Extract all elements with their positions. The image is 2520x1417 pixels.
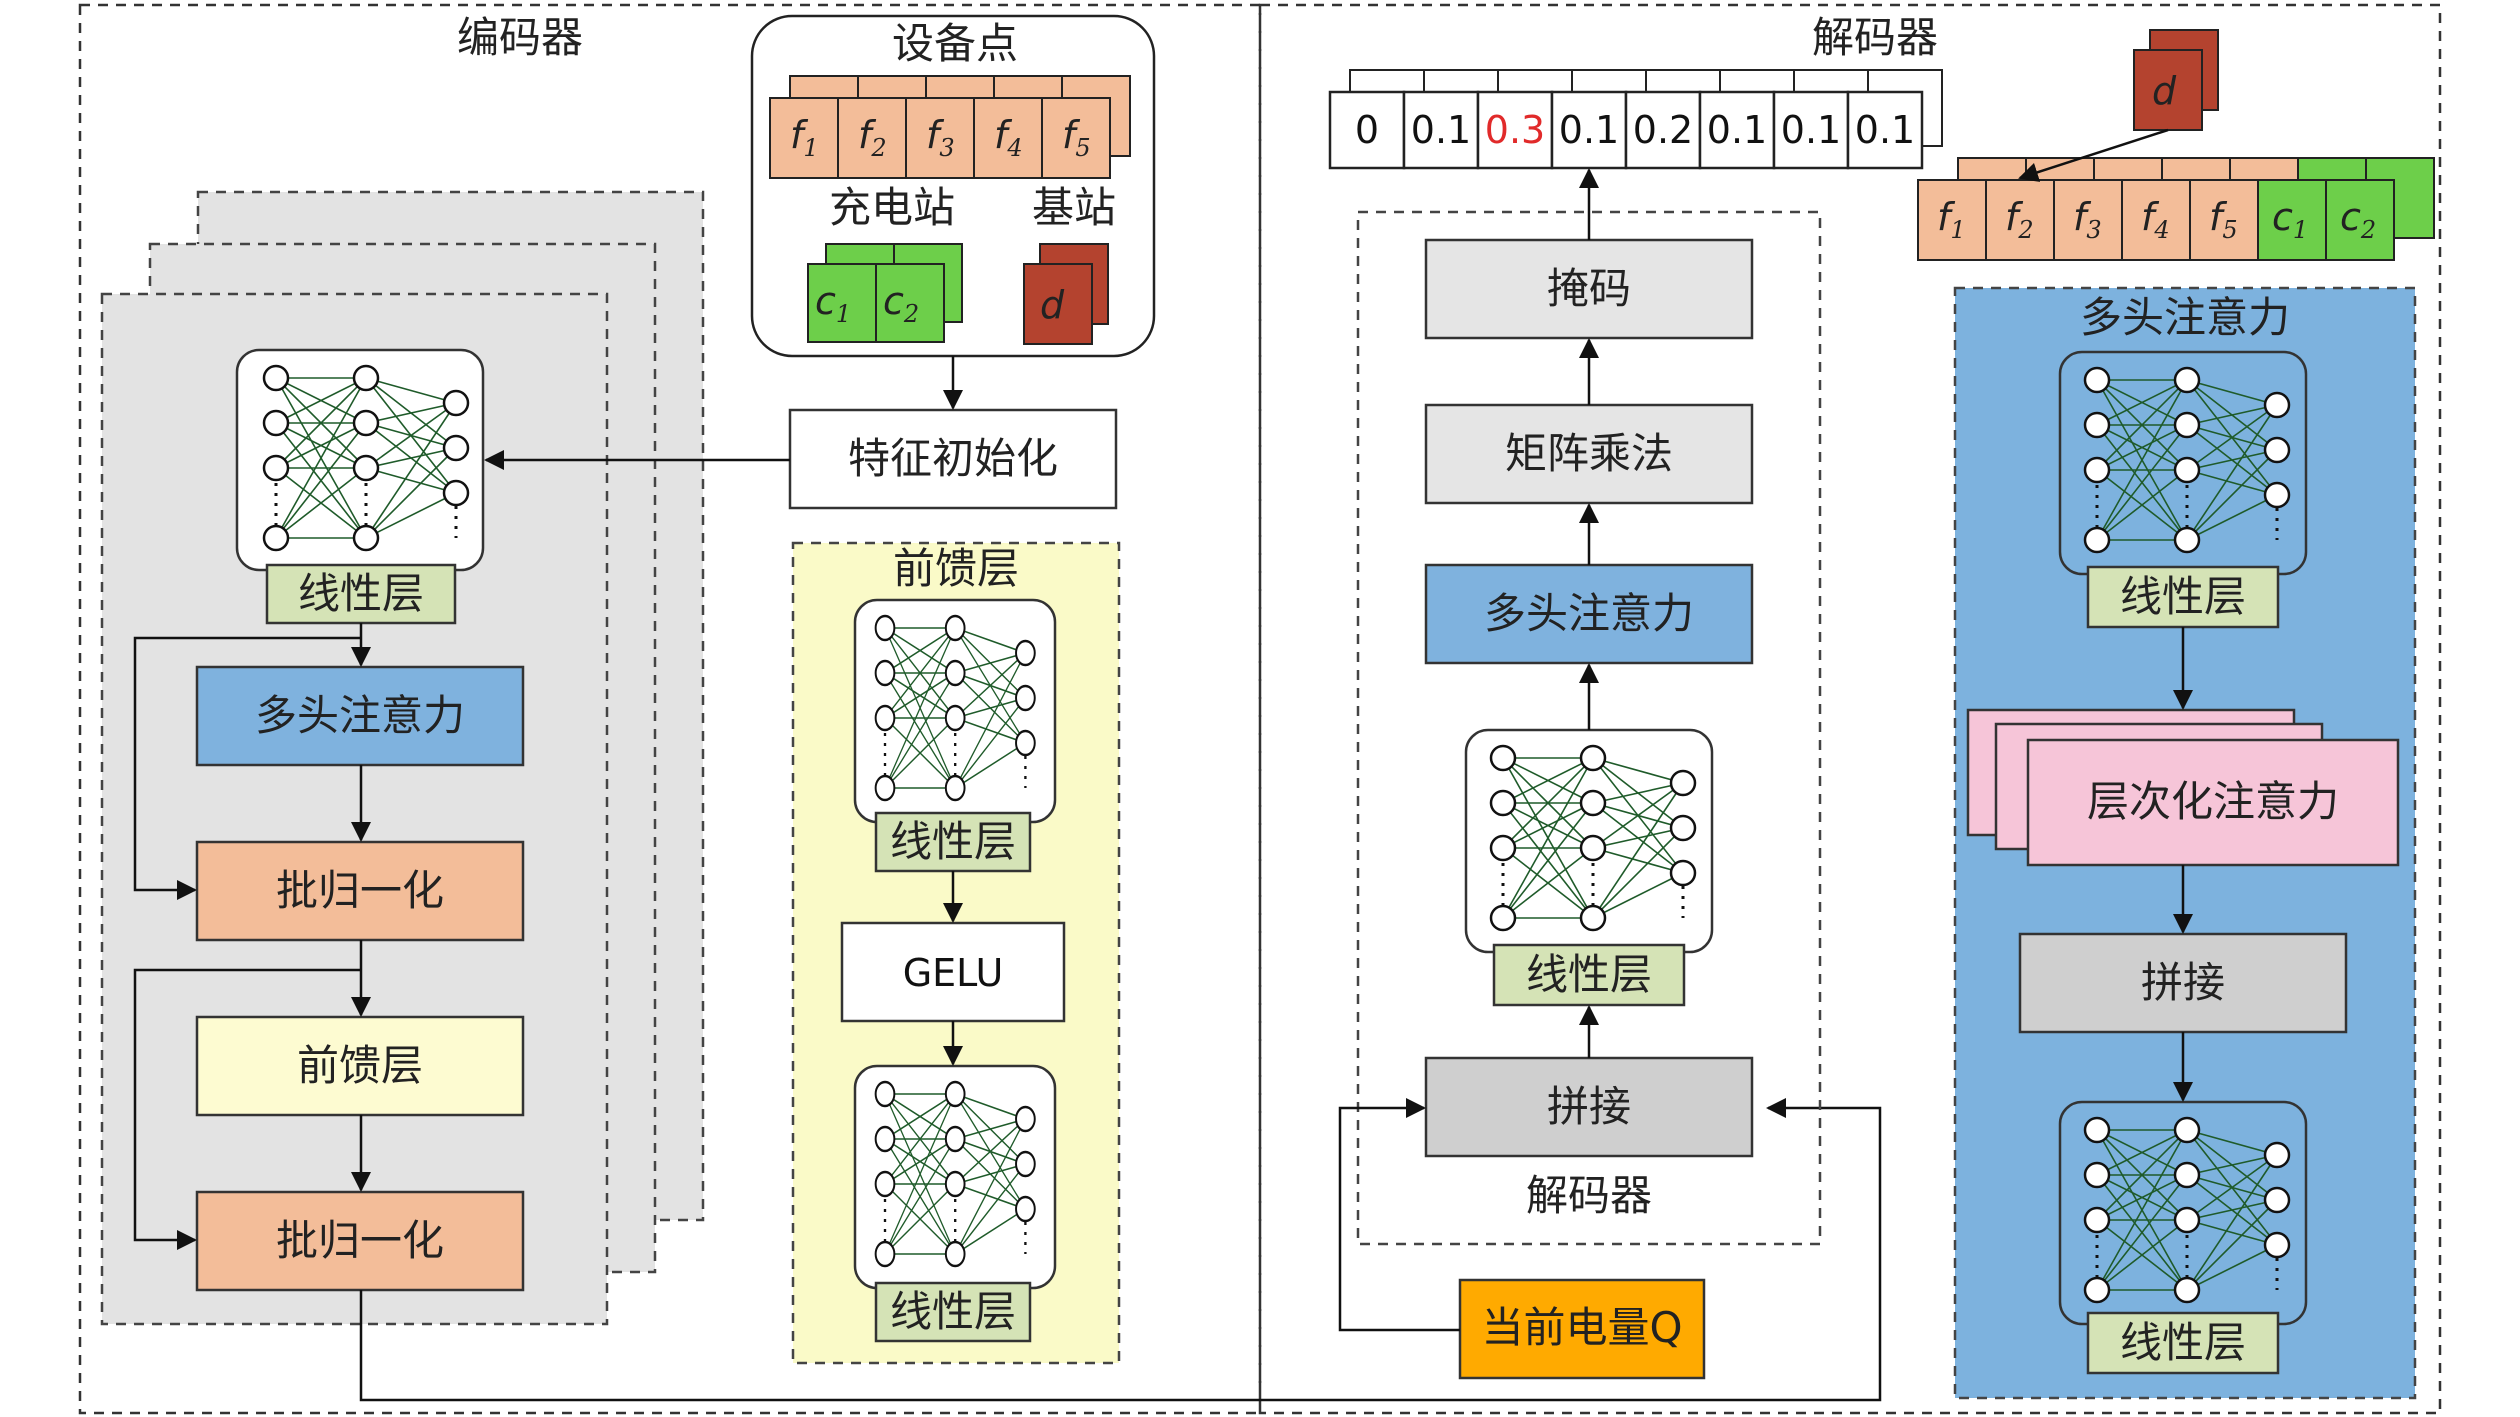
encoder-frame bbox=[78, 3, 1262, 1415]
feature-init-arrows bbox=[484, 356, 963, 470]
base-station-label: 基站 bbox=[1032, 183, 1116, 232]
prob-value-highlight: 0.3 bbox=[1485, 108, 1545, 152]
decoder-node-row bbox=[1917, 179, 2395, 261]
encoder-ff-box bbox=[195, 1015, 525, 1117]
depot-node bbox=[1023, 243, 1109, 345]
prob-value: 0.2 bbox=[1633, 108, 1693, 152]
prob-value: 0.1 bbox=[1559, 108, 1619, 152]
ff-linear2-label: 线性层 bbox=[890, 1287, 1016, 1336]
feature-init-label: 特征初始化 bbox=[848, 434, 1058, 483]
device-points-title: 设备点 bbox=[892, 19, 1018, 68]
feature-f1: f1 bbox=[790, 113, 819, 162]
current-charge-box bbox=[1458, 1278, 1706, 1380]
prob-value: 0.1 bbox=[1707, 108, 1767, 152]
encoder-linear-box bbox=[265, 563, 457, 625]
prob-value: 0.1 bbox=[1781, 108, 1841, 152]
decoder-inner-panel bbox=[1356, 210, 1822, 1246]
decoder-title: 解码器 bbox=[1812, 13, 1938, 62]
decoder-linear-box bbox=[1492, 943, 1686, 1007]
ff-linear1-box bbox=[874, 811, 1032, 873]
current-charge-label: 当前电量Q bbox=[1481, 1303, 1682, 1352]
prob-value: 0 bbox=[1355, 108, 1379, 152]
feature-init-box bbox=[788, 408, 1118, 510]
encoder-mha-label: 多头注意力 bbox=[255, 691, 465, 740]
decoder-arrows bbox=[1338, 168, 1599, 1332]
decoder-inner-label: 解码器 bbox=[1526, 1171, 1652, 1220]
decoder-node-d: d bbox=[2152, 69, 2177, 113]
node-d: d bbox=[1040, 283, 1065, 327]
encoder-title: 编码器 bbox=[457, 13, 583, 62]
prob-vector bbox=[1328, 90, 1924, 170]
mask-label: 掩码 bbox=[1547, 264, 1631, 313]
matmul-label: 矩阵乘法 bbox=[1505, 429, 1673, 478]
decoder-frame bbox=[1258, 3, 2442, 1415]
prob-value: 0.1 bbox=[1411, 108, 1471, 152]
right-concat-label: 拼接 bbox=[2141, 958, 2225, 1007]
encoder-arrows bbox=[133, 623, 1882, 1402]
encoder-bn1-box bbox=[195, 840, 525, 942]
decoder-concat-box bbox=[1424, 1056, 1754, 1158]
encoder-ff-label: 前馈层 bbox=[297, 1041, 423, 1090]
decoder-mha-box bbox=[1424, 563, 1754, 665]
gelu-box bbox=[840, 921, 1066, 1023]
prob-value: 0.1 bbox=[1855, 108, 1915, 152]
feature-f3: f3 bbox=[926, 113, 955, 162]
depot-insert-arrow bbox=[2018, 128, 2169, 182]
right-concat-box bbox=[2018, 932, 2348, 1034]
ff-linear1-label: 线性层 bbox=[890, 817, 1016, 866]
encoder-bn1-label: 批归一化 bbox=[276, 866, 444, 915]
right-mha-title: 多头注意力 bbox=[2080, 293, 2290, 342]
right-linear2-label: 线性层 bbox=[2120, 1318, 2246, 1367]
encoder-mha-box bbox=[195, 665, 525, 767]
right-linear2-box bbox=[2086, 1311, 2280, 1375]
feature-f5: f5 bbox=[1062, 113, 1091, 162]
ff-linear2-box bbox=[874, 1281, 1032, 1343]
decoder-mha-label: 多头注意力 bbox=[1484, 589, 1694, 638]
charging-nodes bbox=[807, 243, 963, 343]
encoder-linear-label: 线性层 bbox=[298, 569, 424, 618]
device-feature-labels: f1 f2 f3 f4 f5 bbox=[790, 113, 1091, 162]
encoder-bn2-label: 批归一化 bbox=[276, 1216, 444, 1265]
matmul-box bbox=[1424, 403, 1754, 505]
dnode-c1: c1 bbox=[2272, 195, 2308, 244]
charging-station-label: 充电站 bbox=[829, 183, 955, 232]
device-feature-row bbox=[769, 97, 1111, 179]
decoder-linear-label: 线性层 bbox=[1526, 950, 1652, 999]
hier-attention-label: 层次化注意力 bbox=[2087, 777, 2339, 826]
decoder-concat-label: 拼接 bbox=[1547, 1082, 1631, 1131]
prob-values: 0 0.1 0.3 0.1 0.2 0.1 0.1 0.1 bbox=[1355, 108, 1915, 152]
right-linear1-label: 线性层 bbox=[2120, 572, 2246, 621]
ff-detail-title: 前馈层 bbox=[893, 544, 1019, 593]
gelu-label: GELU bbox=[903, 951, 1004, 995]
encoder-bn2-box bbox=[195, 1190, 525, 1292]
hier-attention-stack bbox=[1966, 708, 2400, 867]
